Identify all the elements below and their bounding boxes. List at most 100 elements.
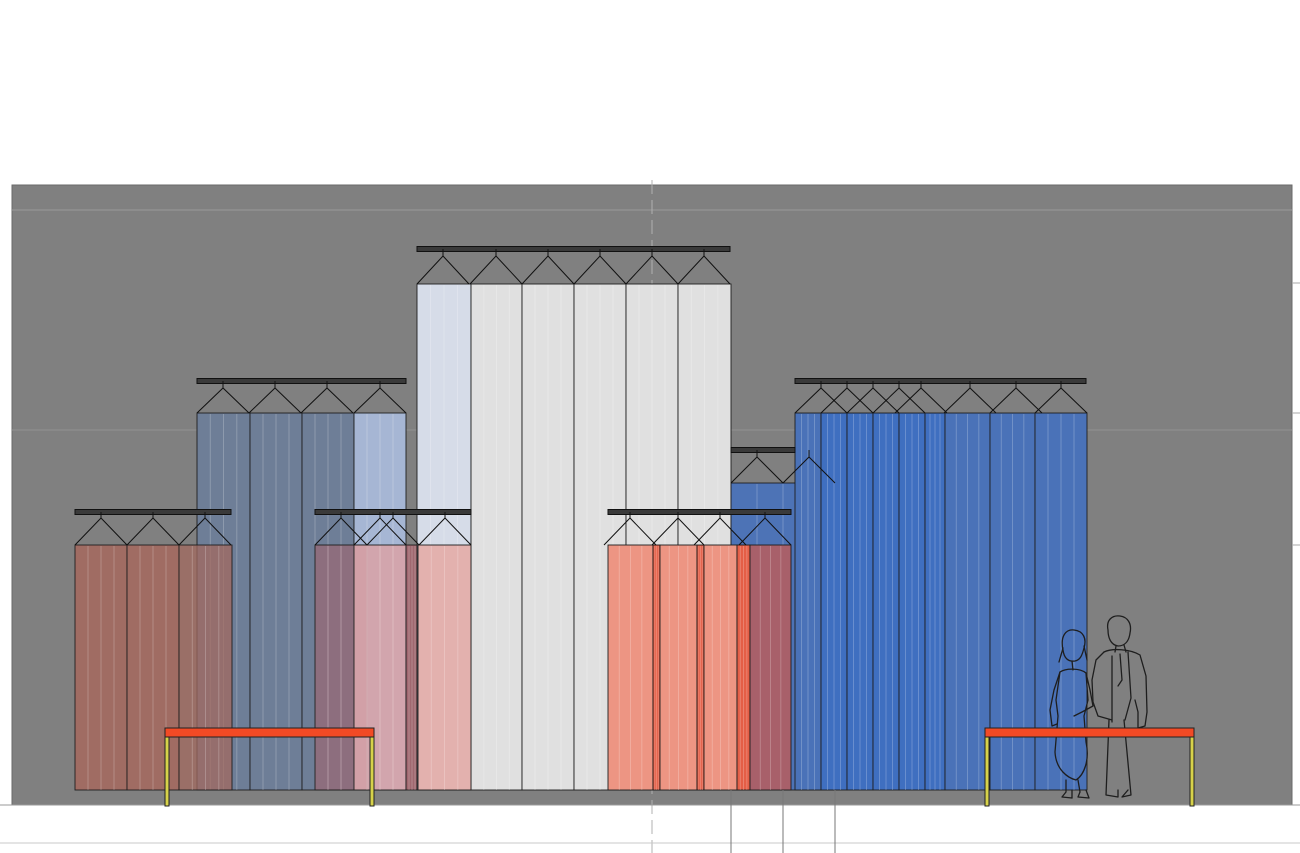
- panel-body: [417, 544, 472, 791]
- panel-body: [703, 544, 738, 791]
- hanger-arms: [738, 517, 792, 546]
- panel-body: [353, 544, 407, 791]
- hanger-arms: [126, 517, 180, 546]
- coral-panel: [696, 544, 705, 791]
- hanger: [314, 512, 368, 546]
- rose-panel: [405, 544, 419, 791]
- panel-body: [126, 544, 180, 791]
- hanger: [872, 381, 926, 414]
- hanger-arms: [625, 255, 679, 285]
- table-leg: [369, 736, 375, 807]
- coral-panel: [736, 544, 751, 791]
- panel-body: [872, 412, 900, 791]
- rail-bar: [730, 447, 796, 453]
- panel-body: [989, 412, 1036, 791]
- hanger: [573, 249, 627, 285]
- hanger-arms: [693, 517, 747, 546]
- hanger-arms: [677, 255, 731, 285]
- rail-lower-center: [314, 509, 472, 546]
- rail-bar: [794, 378, 1087, 384]
- hanger-arms: [820, 387, 874, 414]
- hanger-arms: [314, 517, 368, 546]
- panel-body: [794, 412, 822, 791]
- hanger: [603, 512, 657, 546]
- hanger: [782, 450, 836, 484]
- table-leg: [164, 736, 170, 807]
- panel-body: [820, 412, 848, 791]
- hanger-arms: [353, 387, 407, 414]
- pink-panel: [353, 544, 407, 791]
- hanger-arms: [943, 387, 997, 414]
- hanger-arms: [418, 517, 472, 546]
- hanger: [300, 381, 354, 414]
- hanger: [677, 249, 731, 285]
- hanger-arms: [989, 387, 1043, 414]
- panel-body: [74, 544, 128, 791]
- panel-body: [249, 412, 303, 791]
- hanger: [894, 381, 948, 414]
- hanger: [521, 249, 575, 285]
- hanger-arms: [416, 255, 470, 285]
- people-figures: [1049, 615, 1148, 799]
- panel-body: [898, 412, 926, 791]
- panel-body: [470, 283, 523, 791]
- table-top: [164, 727, 375, 738]
- rail-upper-left: [196, 378, 407, 414]
- white-panel: [470, 283, 523, 791]
- hanger: [651, 512, 705, 546]
- right-table: [984, 727, 1195, 807]
- hanger-arms: [178, 517, 232, 546]
- rail-lower-right: [603, 509, 792, 546]
- rail-bar: [196, 378, 407, 384]
- panel-body: [749, 544, 792, 791]
- blue-panel: [794, 412, 822, 791]
- hanger-arms: [469, 255, 523, 285]
- panel-body: [607, 544, 654, 791]
- salmon-panel: [659, 544, 698, 791]
- hanger-arms: [730, 456, 784, 484]
- panel-body: [521, 283, 575, 791]
- blue-panel: [944, 412, 991, 791]
- hanger-arms: [794, 387, 848, 414]
- rose-panel: [749, 544, 792, 791]
- hanger-arms: [603, 517, 657, 546]
- hanger: [126, 512, 180, 546]
- hanger: [353, 381, 407, 414]
- hanger: [418, 512, 472, 546]
- rail-upper-right: [794, 378, 1088, 414]
- hanger: [738, 512, 792, 546]
- man-figure: [1091, 615, 1148, 798]
- hanger: [794, 381, 848, 414]
- brick-panel: [178, 544, 233, 791]
- blue-panel: [872, 412, 900, 791]
- panel-body: [659, 544, 698, 791]
- woman-figure: [1049, 629, 1094, 799]
- rail-bar: [607, 509, 792, 515]
- hanging-rails: [74, 246, 1088, 546]
- hanger-arms: [248, 387, 302, 414]
- hanger-arms: [872, 387, 926, 414]
- hanger: [469, 249, 523, 285]
- white-panel: [521, 283, 575, 791]
- salmon-panel: [607, 544, 654, 791]
- blue-panel: [846, 412, 874, 791]
- rail-bar: [416, 246, 731, 252]
- hanger-arms: [651, 517, 705, 546]
- hanger: [366, 512, 420, 546]
- blue-panel: [1034, 412, 1088, 791]
- hanger: [625, 249, 679, 285]
- hanger-arms: [894, 387, 948, 414]
- hanger: [1034, 381, 1088, 414]
- hanger: [196, 381, 250, 414]
- hanger: [730, 450, 784, 484]
- fabric-panels: [74, 283, 1088, 791]
- blue-panel: [989, 412, 1036, 791]
- hanger-arms: [573, 255, 627, 285]
- rail-top-center: [416, 246, 731, 285]
- hanger-arms: [846, 387, 900, 414]
- hanger: [74, 512, 128, 546]
- coral-panel: [652, 544, 661, 791]
- hanger-arms: [196, 387, 250, 414]
- hanger: [693, 512, 747, 546]
